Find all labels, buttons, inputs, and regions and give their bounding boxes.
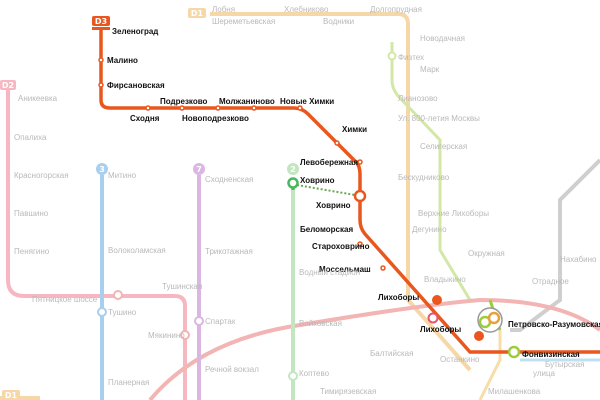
line10-line bbox=[390, 42, 472, 301]
label-podrezkovo: Подрезково bbox=[160, 97, 208, 106]
label-timiryazevskaya: Останкино bbox=[440, 355, 480, 364]
label-ul-800-letiya: Ул. 800-летия Москвы bbox=[398, 114, 480, 123]
label-tushino: Мякинино bbox=[148, 331, 185, 340]
likhobory-mcc-station[interactable] bbox=[427, 312, 439, 324]
label-khovrino-l2: Ховрино bbox=[300, 176, 335, 185]
label-opalikha: Красногорская bbox=[14, 171, 69, 180]
label-krasnogorskaya: Павшино bbox=[14, 209, 49, 218]
d2-badge-text: D2 bbox=[2, 81, 14, 90]
label-molzhaninovo: Молжаниново bbox=[219, 97, 275, 106]
label-otradnoe: Нахабино bbox=[560, 255, 597, 264]
faded-labels: Лобня Шереметьевская Хлебниково Водники … bbox=[14, 5, 597, 396]
label-fiztekh: Физтех bbox=[398, 53, 424, 62]
line2-badge bbox=[287, 163, 299, 175]
label-fonvizinskaya: Фонвизинская bbox=[522, 350, 580, 359]
label-vodny-stadion: Войковская bbox=[299, 319, 342, 328]
line3-badge-text: 3 bbox=[99, 165, 105, 174]
d1-bottom-badge-text: D1 bbox=[5, 391, 18, 400]
label-verkhnie-likhobory: Дегунино bbox=[412, 225, 447, 234]
label-mitino: Волоколамская bbox=[108, 246, 166, 255]
d3-badge bbox=[92, 16, 110, 26]
label-penyagino: Пятницкое шоссе bbox=[32, 295, 98, 304]
d2-badge bbox=[0, 80, 16, 90]
label-ostankino: Милашенкова bbox=[488, 387, 541, 396]
d1-top-badge bbox=[188, 8, 206, 18]
transfer-khovrino bbox=[296, 184, 356, 196]
d1-top-badge-text: D1 bbox=[191, 9, 204, 18]
d3-line bbox=[99, 28, 600, 354]
label-baltiyskaya: Тимирязевская bbox=[320, 387, 376, 396]
label-firsanovskaya: Фирсановская bbox=[107, 81, 165, 90]
label-degunino: Окружная bbox=[468, 249, 505, 258]
gray-line bbox=[510, 158, 600, 332]
label-novopodrezkovo: Новоподрезково bbox=[182, 114, 249, 123]
label-milashenkova: улица bbox=[533, 369, 556, 378]
khovrino-d3-station[interactable] bbox=[353, 189, 367, 203]
line7-badge-text: 7 bbox=[196, 165, 202, 174]
label-vladykino: Отрадное bbox=[532, 277, 569, 286]
label-khlebnikovo: Хлебниково bbox=[284, 5, 329, 14]
label-likhobory-mcc: Лихоборы bbox=[420, 325, 461, 334]
label-okruzhnaya: Владыкино bbox=[424, 275, 466, 284]
label-planernaya: Сходненская bbox=[205, 175, 253, 184]
label-myakinino: Планерная bbox=[108, 378, 149, 387]
label-vodniki: Водники bbox=[323, 17, 354, 26]
d3-terminal-bar bbox=[92, 27, 110, 30]
d1-bottom-badge bbox=[2, 390, 20, 400]
label-novodachnaya: Новодачная bbox=[420, 34, 465, 43]
label-ulitsa: Бутырская bbox=[545, 360, 584, 369]
label-nakhabino: Аникеевка bbox=[18, 94, 58, 103]
label-belomorskaya: Беломорская bbox=[300, 225, 353, 234]
label-skhodnenskaya: Трикотажная bbox=[205, 247, 253, 256]
label-volokolamskaya: Тушино bbox=[108, 308, 137, 317]
fonvizinskaya-station[interactable] bbox=[507, 345, 521, 359]
label-mosselmash: Моссельмаш bbox=[319, 265, 371, 274]
d3-labels: Зеленоград Малино Фирсановская Сходня По… bbox=[107, 27, 600, 359]
label-mark: Марк bbox=[420, 65, 440, 74]
label-dolgoprudnaya: Долгопрудная bbox=[370, 5, 422, 14]
label-khovrino-d3: Ховрино bbox=[316, 201, 351, 210]
label-skhodnya: Сходня bbox=[130, 114, 160, 123]
label-likhobory-d3: Лихоборы bbox=[378, 293, 419, 302]
label-trikotazhnaya: Тушинская bbox=[162, 282, 202, 291]
label-spartak: Речной вокзал bbox=[205, 365, 259, 374]
faded-station-dots bbox=[97, 51, 397, 381]
line2-badge-text: 2 bbox=[290, 165, 296, 174]
label-rechnoy-vokzal: Водный стадион bbox=[299, 268, 360, 277]
label-seligerskaya: Бескудниково bbox=[398, 173, 450, 182]
label-zelenograd: Зеленоград bbox=[112, 27, 158, 36]
line7-badge bbox=[193, 163, 205, 175]
label-levoberezhnaya: Левобережная bbox=[300, 158, 358, 167]
label-voykovskaya: Коптево bbox=[299, 369, 330, 378]
label-petrovsko-razumovskaya: Петровско-Разумовская bbox=[508, 320, 600, 329]
d2-line bbox=[6, 88, 187, 400]
label-anikeevka: Опалиха bbox=[14, 133, 47, 142]
d3-badge-text: D3 bbox=[95, 17, 107, 26]
mcc-ring bbox=[148, 297, 600, 400]
yellow-line bbox=[478, 330, 502, 400]
label-pavshino: Пенягино bbox=[14, 247, 50, 256]
label-koptevo: Балтийская bbox=[370, 349, 413, 358]
label-malino: Малино bbox=[107, 56, 138, 65]
line3-badge bbox=[96, 163, 108, 175]
label-lianozovo: Лианозово bbox=[398, 94, 438, 103]
likhobory-d3-station[interactable] bbox=[432, 295, 442, 305]
khovrino-line2-station[interactable] bbox=[287, 177, 299, 189]
label-sheremetyevskaya: Шереметьевская bbox=[212, 17, 275, 26]
label-pyatnitskoe: Митино bbox=[108, 171, 137, 180]
label-ilimskaya: Селигерская bbox=[420, 142, 467, 151]
label-novye-khimki: Новые Химки bbox=[280, 97, 334, 106]
label-lobnya: Лобня bbox=[212, 5, 235, 14]
label-starokhovrino: Стaрохoврино bbox=[312, 242, 370, 251]
d3-station-dots bbox=[98, 57, 386, 271]
label-tushinskaya: Спартак bbox=[205, 317, 236, 326]
label-beskudnikovo: Верхние Лихоборы bbox=[418, 209, 489, 218]
d1-line bbox=[210, 12, 472, 372]
petrovsko-transfer[interactable] bbox=[474, 307, 503, 341]
label-khimki: Химки bbox=[342, 125, 367, 134]
